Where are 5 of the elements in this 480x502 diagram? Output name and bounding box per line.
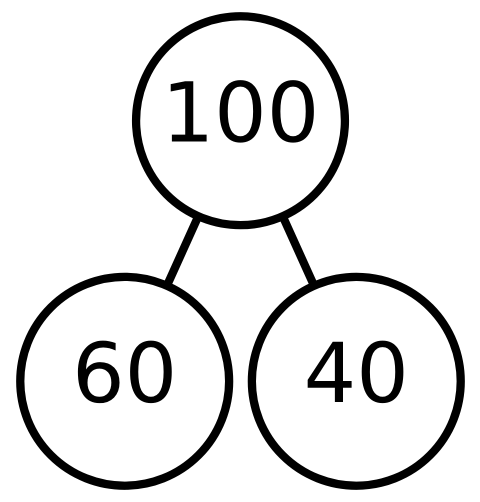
node-circle: 60 (16, 272, 233, 490)
connector (162, 215, 202, 287)
connector (278, 215, 318, 287)
node-circle: 100 (131, 12, 349, 230)
node-circle: 40 (247, 272, 464, 490)
